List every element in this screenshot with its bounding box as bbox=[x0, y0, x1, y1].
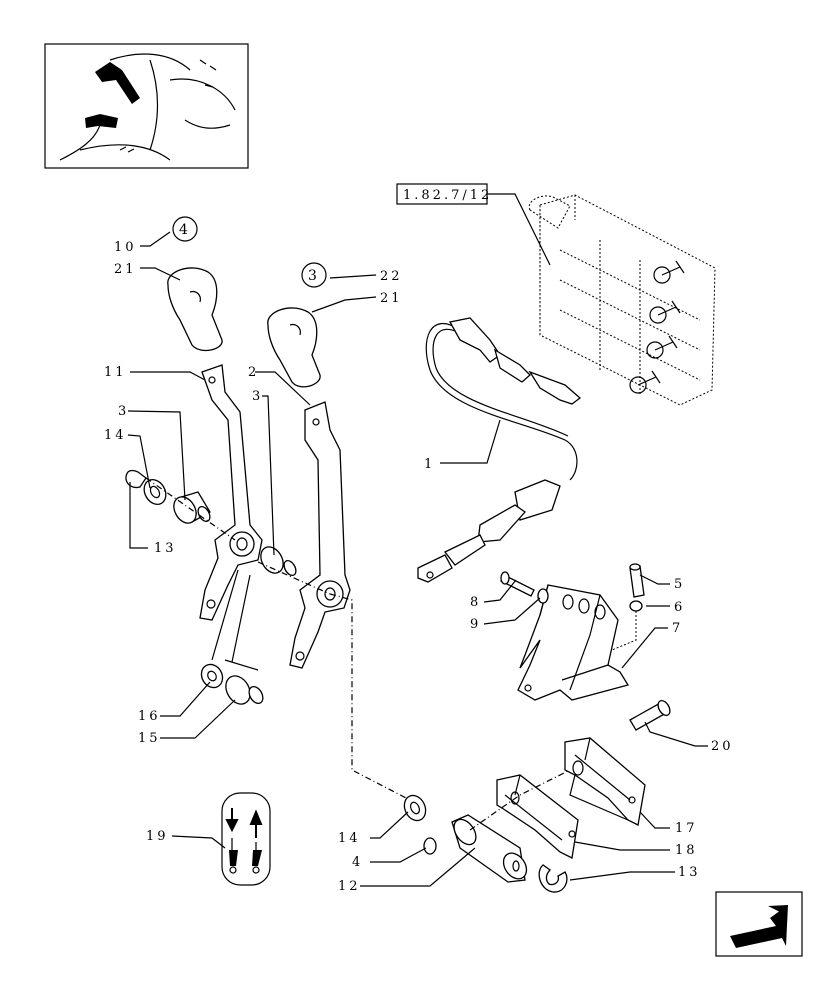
callout-13b: 13 bbox=[678, 865, 701, 880]
callout-9: 9 bbox=[470, 617, 481, 632]
callout-4b: 4 bbox=[352, 855, 363, 870]
callout-14b: 14 bbox=[338, 831, 361, 846]
lever-left[interactable] bbox=[199, 364, 263, 621]
knob-right[interactable] bbox=[267, 307, 321, 388]
callout-13a: 13 bbox=[154, 541, 177, 556]
callout-12: 12 bbox=[338, 879, 361, 894]
callout-17: 17 bbox=[675, 821, 698, 836]
callout-22: 22 bbox=[380, 269, 403, 284]
knob-left[interactable] bbox=[167, 267, 223, 352]
callout-15: 15 bbox=[138, 731, 161, 746]
svg-text:4: 4 bbox=[179, 222, 188, 238]
control-valve-block bbox=[528, 194, 716, 406]
circlip-13b[interactable] bbox=[538, 864, 568, 893]
callout-20: 20 bbox=[711, 739, 734, 754]
circlip-13a[interactable] bbox=[125, 469, 147, 489]
location-thumbnail[interactable] bbox=[44, 43, 249, 169]
callout-14a: 14 bbox=[104, 428, 127, 443]
callout-16: 16 bbox=[138, 709, 161, 724]
washer-4b[interactable] bbox=[423, 837, 437, 855]
callout-5: 5 bbox=[674, 577, 685, 592]
callout-21a: 21 bbox=[114, 262, 137, 277]
support-17[interactable] bbox=[564, 737, 646, 826]
washer-9[interactable] bbox=[537, 588, 549, 604]
svg-text:3: 3 bbox=[308, 268, 317, 284]
screw-8[interactable] bbox=[500, 571, 535, 597]
leader-lines bbox=[127, 231, 708, 887]
reference-box-label: 1.82.7/12 bbox=[403, 188, 492, 203]
callout-19: 19 bbox=[146, 829, 169, 844]
badge-4: 4 bbox=[172, 216, 198, 242]
assembly-line-lower bbox=[329, 593, 411, 801]
control-cable[interactable] bbox=[417, 317, 582, 583]
callout-2: 2 bbox=[248, 365, 259, 380]
reference-leader bbox=[487, 193, 551, 266]
callout-1: 1 bbox=[424, 457, 435, 472]
bolt-axis bbox=[611, 611, 637, 651]
bracket-7[interactable] bbox=[517, 584, 630, 701]
lever-right[interactable] bbox=[289, 401, 351, 669]
screw-20[interactable] bbox=[629, 699, 672, 731]
washer-14b[interactable] bbox=[400, 792, 429, 824]
bushing-3a[interactable] bbox=[169, 491, 212, 527]
bushing-3b[interactable] bbox=[256, 543, 298, 578]
callout-3b: 3 bbox=[118, 404, 129, 419]
callout-21b: 21 bbox=[380, 291, 403, 306]
callout-8: 8 bbox=[470, 595, 481, 610]
next-page-arrow-icon[interactable] bbox=[715, 891, 803, 957]
screw-5[interactable] bbox=[629, 563, 645, 598]
pin-12[interactable] bbox=[450, 814, 532, 883]
lever-direction-decal-icon[interactable] bbox=[221, 792, 271, 886]
callout-3c: 3 bbox=[252, 389, 263, 404]
assembly-line-right bbox=[469, 769, 571, 831]
callout-7: 7 bbox=[672, 621, 683, 636]
callout-18: 18 bbox=[675, 843, 698, 858]
badge-3: 3 bbox=[301, 262, 327, 288]
washer-6[interactable] bbox=[629, 600, 643, 612]
bushing-15[interactable] bbox=[221, 672, 266, 709]
callout-10: 10 bbox=[114, 240, 137, 255]
leader-1 bbox=[440, 419, 501, 464]
washer-16[interactable] bbox=[197, 661, 226, 692]
callout-6: 6 bbox=[674, 600, 685, 615]
callout-11: 11 bbox=[104, 365, 127, 380]
support-18[interactable] bbox=[496, 774, 579, 859]
